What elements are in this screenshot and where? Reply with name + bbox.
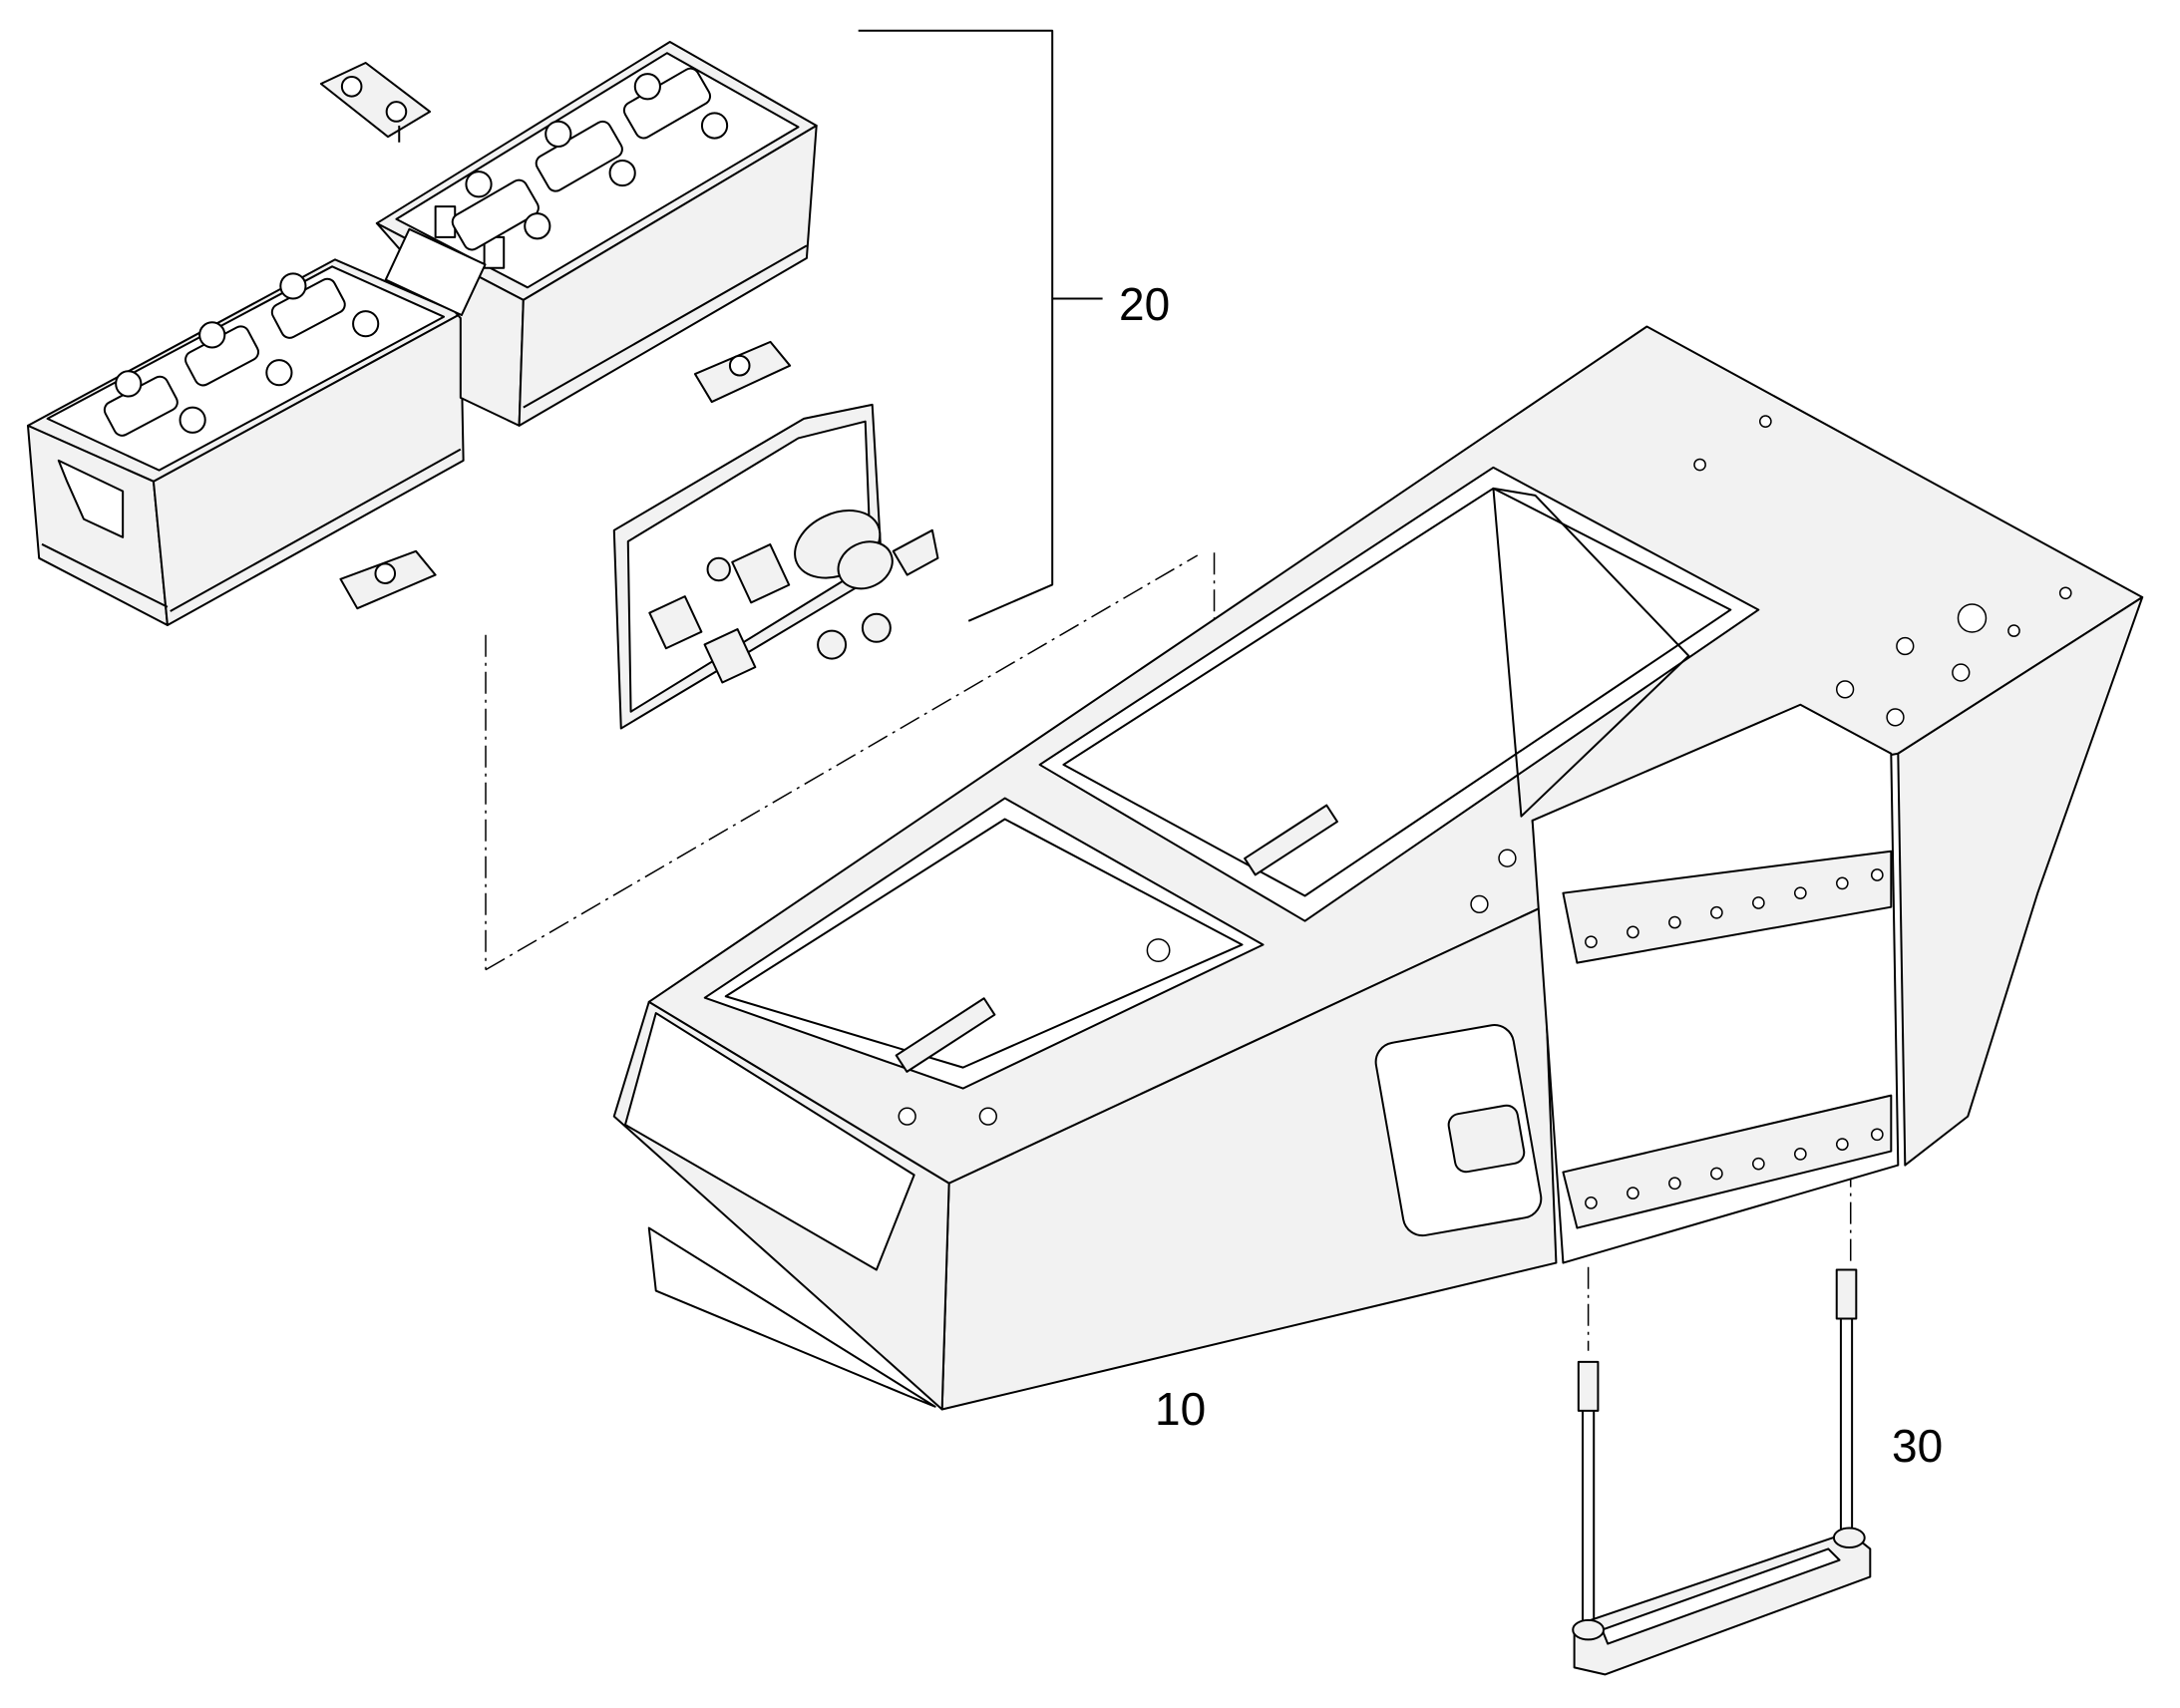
clamp-icon [340, 551, 435, 608]
battery-icon [28, 259, 464, 625]
clamp-icon [321, 63, 430, 143]
callout-label-30: 30 [1892, 1420, 1944, 1472]
step-ladder-icon [1573, 1270, 1870, 1675]
callout-label-20: 20 [1119, 278, 1171, 330]
leader-line-20 [859, 31, 1103, 621]
clamp-icon [695, 342, 790, 402]
console-housing [614, 326, 2142, 1409]
callout-label-10: 10 [1155, 1383, 1207, 1435]
relay-board-icon [614, 405, 938, 729]
battery-icon [377, 42, 817, 426]
